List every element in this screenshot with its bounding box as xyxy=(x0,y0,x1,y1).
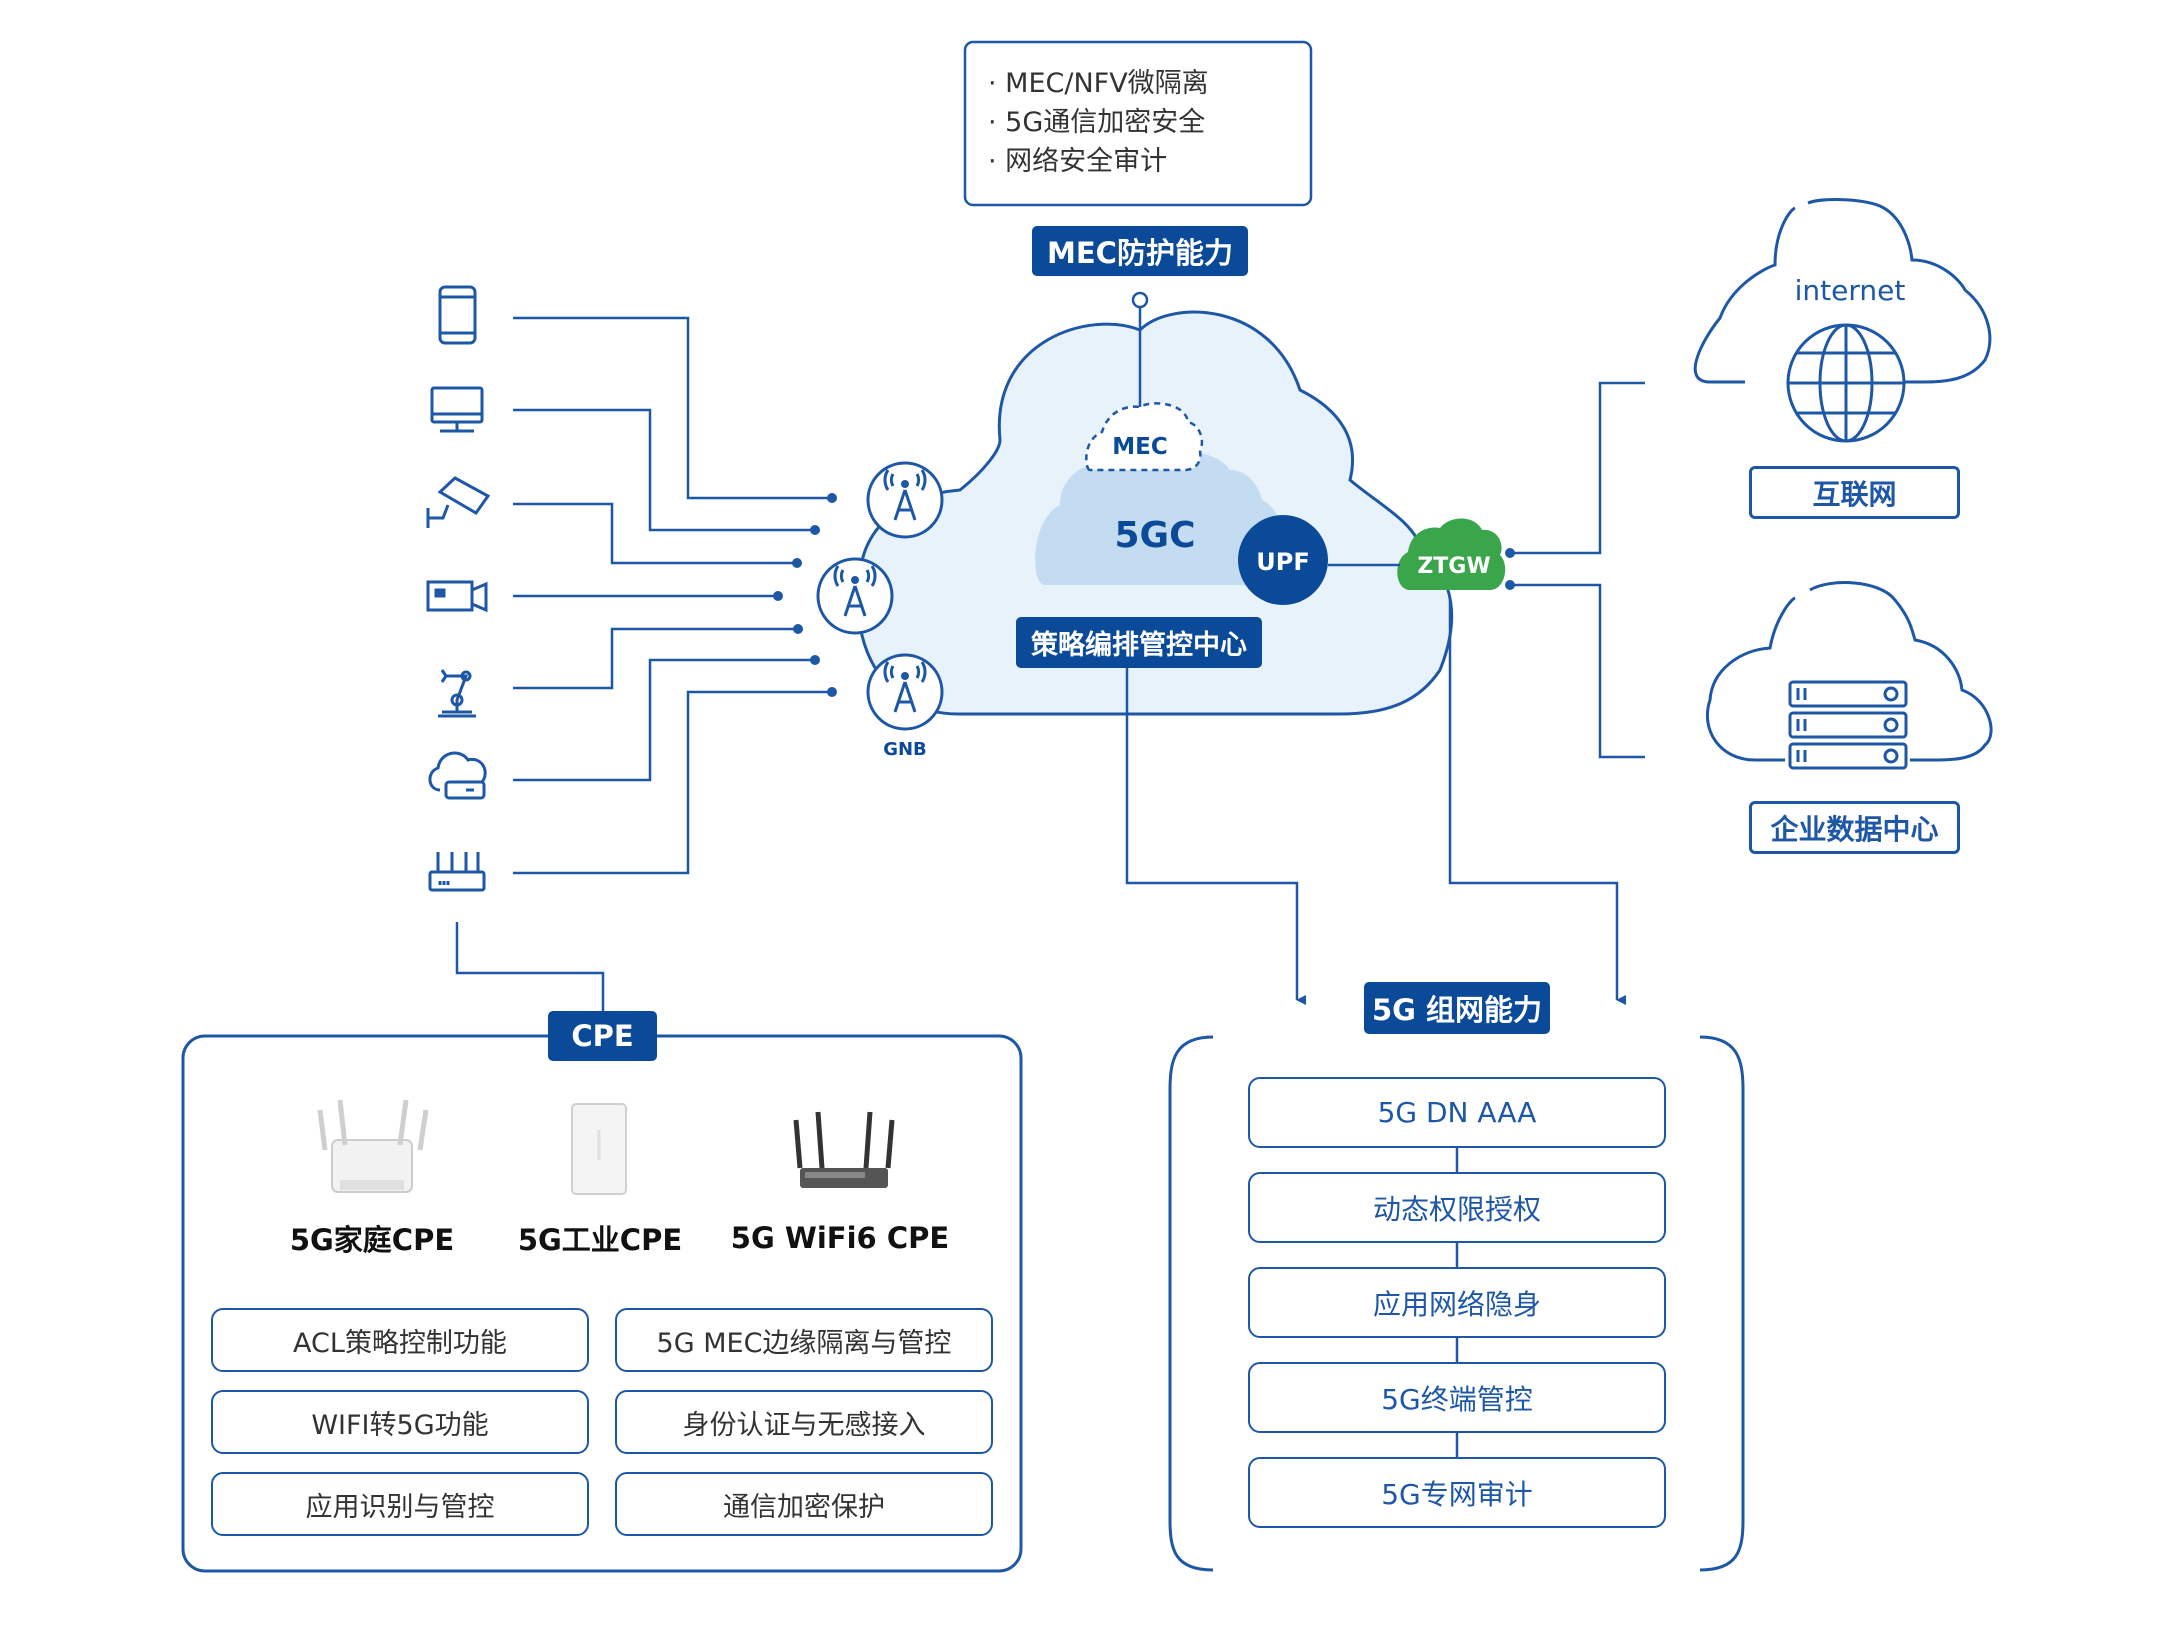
home-cpe-image xyxy=(317,1099,429,1193)
cpe-feature-mec: 5G MEC边缘隔离与管控 xyxy=(615,1308,993,1372)
router-icon xyxy=(428,852,486,892)
networking-item-auth: 动态权限授权 xyxy=(1248,1172,1666,1243)
internet-cloud xyxy=(1693,198,1992,384)
terminal-links xyxy=(455,316,832,1020)
internet-text: internet xyxy=(1794,273,1906,307)
gnb-label: GNB xyxy=(883,738,927,760)
ztgw-node xyxy=(1397,518,1506,590)
cpe-feature-auth: 身份认证与无感接入 xyxy=(615,1390,993,1454)
right-links xyxy=(1510,381,1645,759)
cpe-feature-encrypt: 通信加密保护 xyxy=(615,1472,993,1536)
mec-protection-title: MEC防护能力 xyxy=(1032,226,1248,276)
down-links xyxy=(1125,600,1626,1005)
cpe-feature-wifi: WIFI转5G功能 xyxy=(211,1390,589,1454)
networking-item-aaa: 5G DN AAA xyxy=(1248,1077,1666,1148)
mec-cloud xyxy=(1085,402,1204,472)
wifi6-cpe-image xyxy=(793,1111,895,1188)
networking-bracket-right xyxy=(1699,1035,1745,1572)
cpe-title: CPE xyxy=(548,1011,657,1061)
mec-protection-list: · MEC/NFV微隔离 · 5G通信加密安全 · 网络安全审计 xyxy=(988,64,1288,181)
mec-item: · MEC/NFV微隔离 xyxy=(988,68,1209,99)
industrial-cpe-image xyxy=(571,1103,627,1195)
mec-item: · 网络安全审计 xyxy=(988,146,1168,177)
cloud-device-icon xyxy=(428,751,487,800)
policy-center-label: 策略编排管控中心 xyxy=(1016,617,1262,668)
5gc-label: 5GC xyxy=(1114,514,1196,556)
robot-arm-icon xyxy=(438,669,476,718)
datacenter-label: 企业数据中心 xyxy=(1749,801,1960,854)
mec-label: MEC xyxy=(1112,434,1168,460)
gnb-tower-3 xyxy=(866,653,944,731)
ztgw-label: ZTGW xyxy=(1417,553,1491,579)
home-cpe-label: 5G家庭CPE xyxy=(289,1223,455,1257)
industrial-cpe-label: 5G工业CPE xyxy=(517,1223,683,1257)
networking-bracket-left xyxy=(1168,1035,1214,1572)
mec-pin xyxy=(1131,291,1149,309)
upf-label: UPF xyxy=(1256,548,1310,576)
5gc-cloud xyxy=(1035,448,1286,585)
camera-icon xyxy=(426,476,491,528)
gnb-tower-1 xyxy=(866,461,944,539)
upf-node xyxy=(1238,515,1328,605)
video-camera-icon xyxy=(426,580,488,613)
networking-title: 5G 组网能力 xyxy=(1364,982,1550,1034)
gnb-tower-2 xyxy=(816,557,894,635)
mec-note-box xyxy=(963,40,1313,207)
phone-icon xyxy=(438,285,477,345)
server-icon xyxy=(1788,680,1908,770)
internet-label: 互联网 xyxy=(1749,466,1960,519)
wifi6-cpe-label: 5G WiFi6 CPE xyxy=(730,1221,950,1255)
globe-icon xyxy=(1786,323,1906,443)
monitor-icon xyxy=(430,386,484,433)
cpe-feature-acl: ACL策略控制功能 xyxy=(211,1308,589,1372)
cpe-feature-app: 应用识别与管控 xyxy=(211,1472,589,1536)
datacenter-cloud xyxy=(1705,581,1993,762)
networking-item-audit: 5G专网审计 xyxy=(1248,1457,1666,1528)
networking-item-terminal: 5G终端管控 xyxy=(1248,1362,1666,1433)
mec-item: · 5G通信加密安全 xyxy=(988,107,1206,138)
networking-item-stealth: 应用网络隐身 xyxy=(1248,1267,1666,1338)
